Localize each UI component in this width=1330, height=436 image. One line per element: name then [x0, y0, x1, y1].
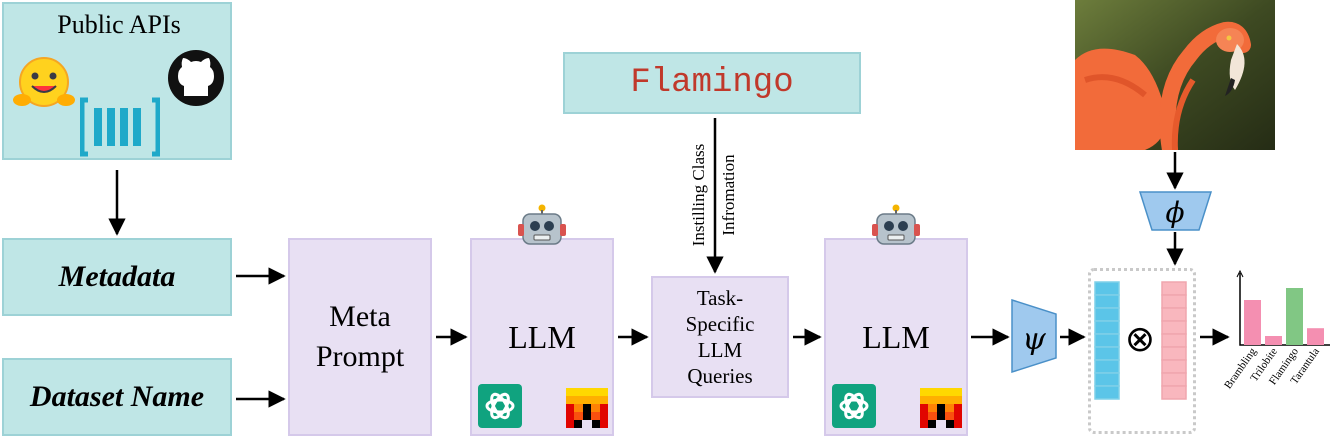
image-embedding-vector [1161, 281, 1187, 400]
embedding-cell [1094, 320, 1120, 335]
embedding-cell [1161, 307, 1187, 322]
text-encoder: ψ [1011, 298, 1057, 374]
openai-icon [478, 384, 522, 428]
github-icon [168, 50, 224, 106]
instill-line2: Infromation [719, 154, 738, 236]
pypi-bracket-icon [80, 97, 160, 157]
task-line4: Queries [687, 364, 753, 388]
dataset-name-label: Dataset Name [29, 380, 205, 413]
llm-box-first: LLM [470, 238, 614, 436]
robot-icon [872, 204, 920, 245]
embedding-cell [1161, 359, 1187, 374]
meta-prompt-line1: Meta [329, 300, 391, 333]
task-line3: LLM [697, 338, 743, 362]
task-line2: Specific [685, 312, 755, 336]
robot-icon [518, 204, 566, 245]
metadata-label: Metadata [58, 260, 176, 293]
chart-bar [1307, 328, 1324, 345]
meta-prompt-line2: Prompt [315, 340, 405, 373]
psi-label: ψ [1022, 322, 1046, 357]
hugging-face-icon [13, 57, 75, 107]
image-encoder: ϕ [1138, 191, 1213, 231]
embedding-cell [1161, 320, 1187, 335]
embedding-cell [1094, 281, 1120, 296]
embedding-cell [1161, 333, 1187, 348]
embedding-cell [1094, 346, 1120, 361]
mistral-icon [920, 388, 962, 428]
embedding-cell [1094, 359, 1120, 374]
task-specific-queries-box: Task- Specific LLM Queries [651, 276, 789, 398]
chart-bar [1286, 288, 1303, 345]
embedding-cell [1094, 294, 1120, 309]
instilling-class-label: Instilling Class Infromation [689, 144, 738, 246]
metadata-box: Metadata [2, 238, 232, 316]
phi-label: ϕ [1165, 196, 1184, 229]
embedding-cell [1161, 385, 1187, 400]
embedding-cell [1161, 294, 1187, 309]
embedding-cell [1094, 333, 1120, 348]
flamingo-image [1075, 0, 1275, 150]
task-line1: Task- [696, 286, 744, 310]
llm-label: LLM [508, 318, 576, 355]
public-apis-title: Public APIs [57, 10, 181, 39]
llm-label: LLM [862, 318, 930, 355]
chart-axis-tip [1236, 269, 1244, 278]
llm-box-second: LLM [824, 238, 968, 436]
embedding-cell [1094, 307, 1120, 322]
embedding-cell [1161, 372, 1187, 387]
class-name-label: Flamingo [630, 64, 794, 102]
meta-prompt-box: Meta Prompt [288, 238, 432, 436]
embedding-cell [1161, 281, 1187, 296]
text-embedding-vector [1094, 281, 1120, 400]
openai-icon [832, 384, 876, 428]
chart-bar [1244, 300, 1261, 345]
public-apis-box: Public APIs [2, 2, 232, 160]
embedding-cell [1094, 372, 1120, 387]
mistral-icon [566, 388, 608, 428]
instill-line1: Instilling Class [689, 144, 708, 246]
class-name-box: Flamingo [563, 52, 861, 114]
embedding-cell [1094, 385, 1120, 400]
similarity-box [1088, 268, 1196, 434]
product-operator: ⊗ [1125, 319, 1155, 360]
dataset-name-box: Dataset Name [2, 358, 232, 436]
chart-bar [1265, 336, 1282, 345]
embedding-cell [1161, 346, 1187, 361]
